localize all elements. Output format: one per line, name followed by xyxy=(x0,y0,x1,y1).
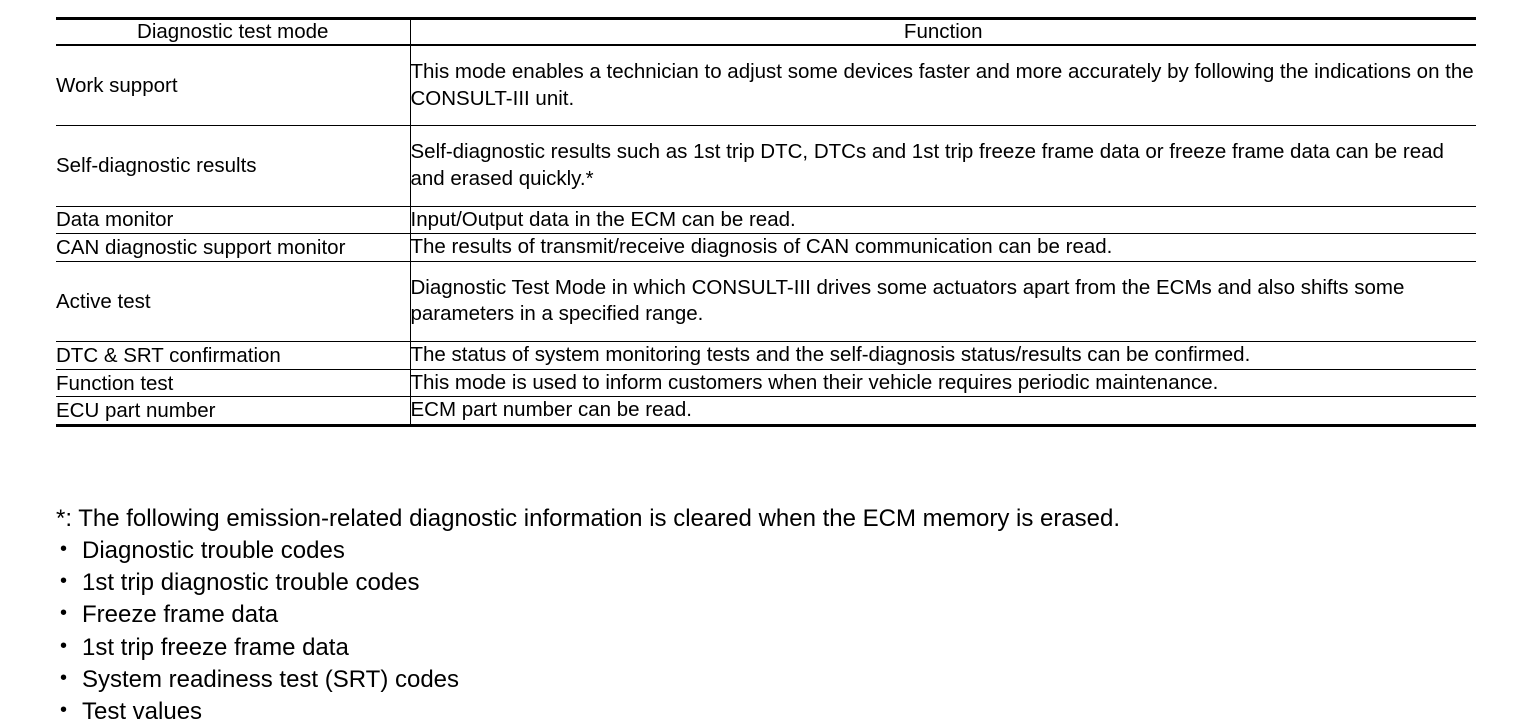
cell-function: This mode enables a technician to adjust… xyxy=(410,60,1474,110)
bullet-icon: • xyxy=(60,698,68,721)
table-header-row: Diagnostic test mode Function xyxy=(56,17,1476,46)
cell-diagnostic-test-mode: Self-diagnostic results xyxy=(56,125,411,207)
list-item: • Freeze frame data xyxy=(56,599,1486,631)
footnote-bullet-list: • Diagnostic trouble codes • 1st trip di… xyxy=(56,535,1486,728)
list-item: • Test values xyxy=(56,696,1486,728)
cell-diagnostic-test-mode: Active test xyxy=(56,260,411,342)
cell-function: This mode is used to inform customers wh… xyxy=(410,368,1476,397)
table-row: Function test This mode is used to infor… xyxy=(56,368,1476,397)
bullet-icon: • xyxy=(60,634,68,657)
cell-function: Self-diagnostic results such as 1st trip… xyxy=(410,125,1476,207)
table-row: Active test Diagnostic Test Mode in whic… xyxy=(56,260,1476,342)
cell-diagnostic-test-mode: Function test xyxy=(56,368,411,397)
diagnostic-test-mode-table-wrapper: Diagnostic test mode Function Work suppo… xyxy=(56,17,1476,428)
column-header-diagnostic-test-mode: Diagnostic test mode xyxy=(56,17,411,46)
table-row: ECU part number ECM part number can be r… xyxy=(56,396,1476,428)
footnote-section: *: The following emission-related diagno… xyxy=(56,503,1486,728)
list-item: • Diagnostic trouble codes xyxy=(56,535,1486,567)
list-item-label: System readiness test (SRT) codes xyxy=(82,665,460,693)
table-row: Self-diagnostic results Self-diagnostic … xyxy=(56,125,1476,207)
cell-diagnostic-test-mode: ECU part number xyxy=(56,396,411,428)
table-row: DTC & SRT confirmation The status of sys… xyxy=(56,341,1476,370)
list-item: • 1st trip freeze frame data xyxy=(56,632,1486,664)
table-header: Diagnostic test mode Function xyxy=(56,17,1476,46)
table-body: Work support This mode enables a technic… xyxy=(56,45,1476,428)
table-row: Data monitor Input/Output data in the EC… xyxy=(56,205,1476,234)
cell-function: ECM part number can be read. xyxy=(410,396,1476,428)
bullet-icon: • xyxy=(60,666,68,689)
list-item-label: Diagnostic trouble codes xyxy=(82,537,345,565)
bullet-icon: • xyxy=(60,570,68,593)
list-item-label: Test values xyxy=(82,697,203,725)
diagnostic-test-mode-table: Diagnostic test mode Function Work suppo… xyxy=(56,17,1476,428)
column-header-function: Function xyxy=(410,17,1476,46)
list-item-label: 1st trip diagnostic trouble codes xyxy=(82,569,420,597)
bullet-icon: • xyxy=(60,602,68,625)
footnote-lead-text: *: The following emission-related diagno… xyxy=(56,505,1121,532)
bullet-icon: • xyxy=(60,538,68,561)
table-row: CAN diagnostic support monitor The resul… xyxy=(56,233,1476,262)
list-item-label: 1st trip freeze frame data xyxy=(82,633,349,661)
cell-diagnostic-test-mode: Data monitor xyxy=(56,205,411,234)
cell-diagnostic-test-mode: Work support xyxy=(56,45,411,126)
cell-function: The results of transmit/receive diagnosi… xyxy=(410,233,1476,262)
list-item: • 1st trip diagnostic trouble codes xyxy=(56,567,1486,599)
cell-diagnostic-test-mode: CAN diagnostic support monitor xyxy=(56,233,411,262)
cell-function: The status of system monitoring tests an… xyxy=(410,341,1476,370)
list-item: • System readiness test (SRT) codes xyxy=(56,664,1486,696)
cell-function: Input/Output data in the ECM can be read… xyxy=(410,205,1476,234)
cell-diagnostic-test-mode: DTC & SRT confirmation xyxy=(56,341,411,370)
table-row: Work support This mode enables a technic… xyxy=(56,45,1476,126)
list-item-label: Freeze frame data xyxy=(82,601,279,629)
cell-function: Diagnostic Test Mode in which CONSULT-II… xyxy=(410,260,1476,342)
